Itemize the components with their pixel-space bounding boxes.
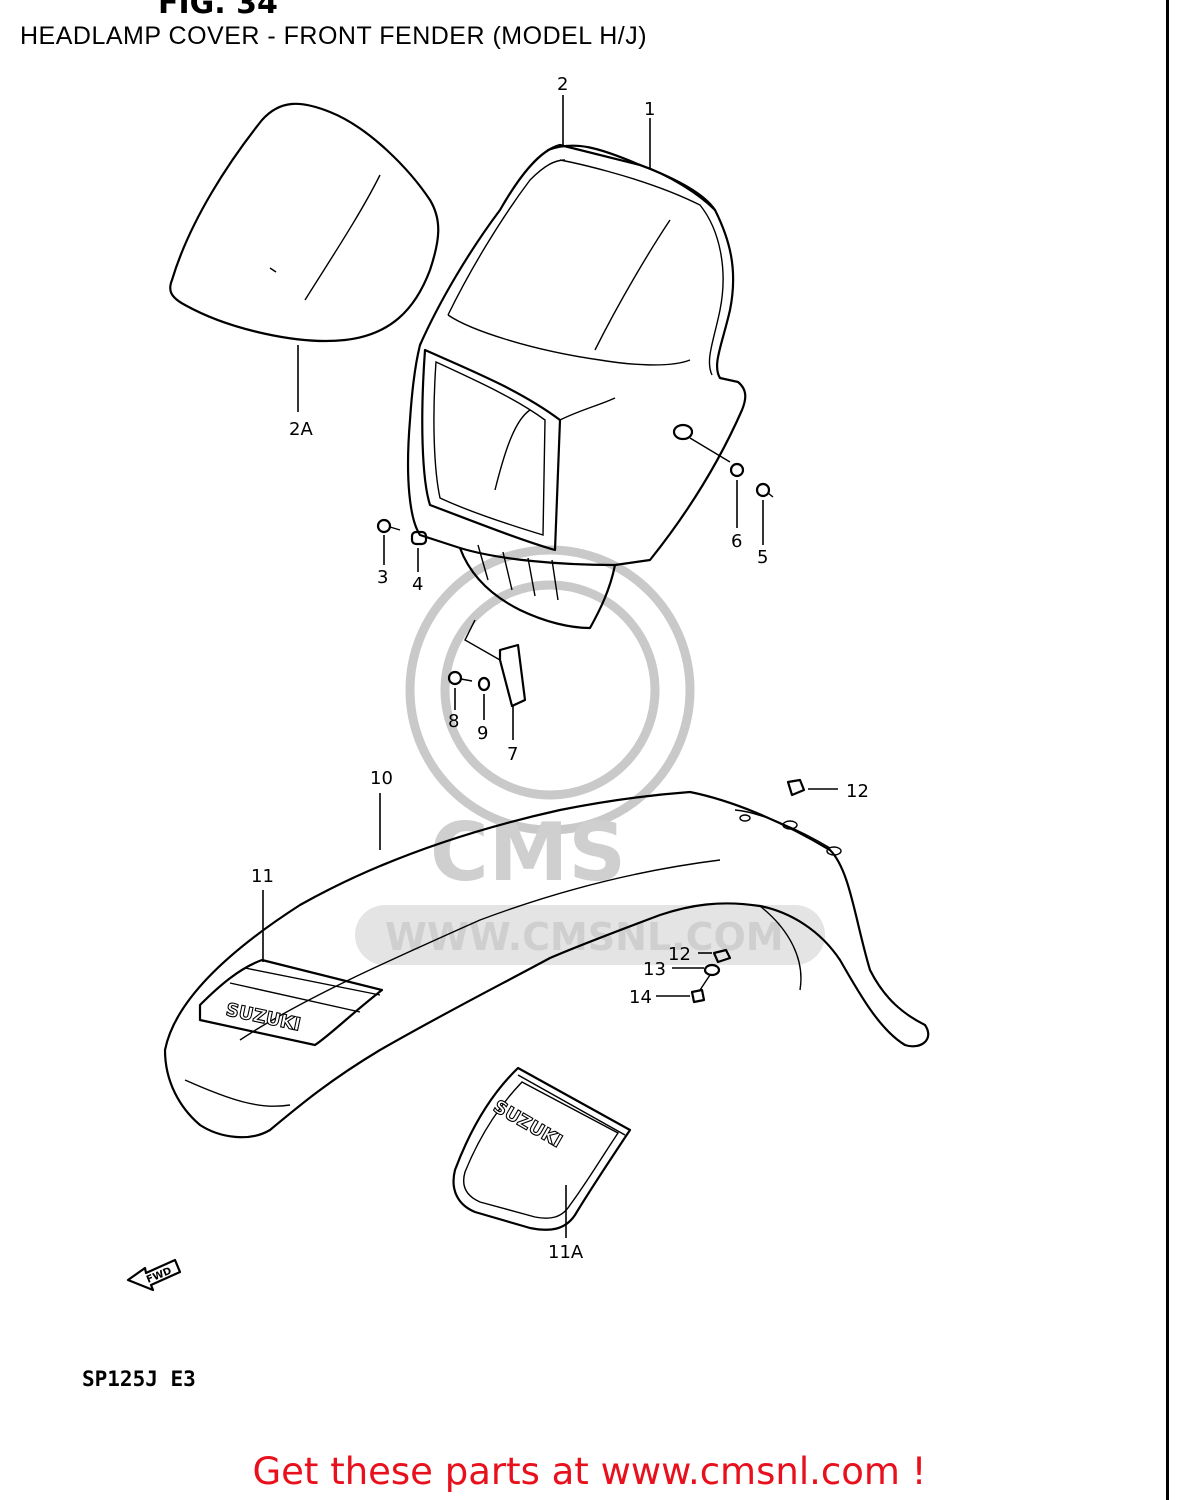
- watermark-logo: CMS: [430, 806, 626, 899]
- figure-number: FIG. 34: [158, 0, 278, 21]
- page-border: [1166, 0, 1169, 1500]
- part-5-screw[interactable]: [755, 482, 774, 545]
- plate-brand-decal: SUZUKI: [490, 1096, 566, 1152]
- callout-2: 2: [557, 74, 568, 95]
- part-12-nut-lower[interactable]: [698, 948, 732, 964]
- callout-2a: 2A: [289, 419, 313, 440]
- callout-7: 7: [507, 744, 518, 765]
- part-10-front-fender[interactable]: [163, 790, 930, 1139]
- callout-11: 11: [251, 866, 274, 887]
- callout-13: 13: [643, 959, 666, 980]
- callout-9: 9: [477, 723, 488, 744]
- part-12-nut-top[interactable]: [786, 778, 838, 797]
- callout-12-lower: 12: [668, 944, 691, 965]
- model-code: SP125J E3: [82, 1367, 196, 1391]
- watermark-banner: [355, 905, 825, 965]
- callout-6: 6: [731, 531, 742, 552]
- cms-watermark: CMS WWW.CMSNL.COM: [355, 545, 825, 965]
- part-3-screw[interactable]: [376, 518, 401, 565]
- callout-14: 14: [629, 987, 652, 1008]
- part-8-screw[interactable]: [447, 670, 473, 710]
- callout-8: 8: [448, 711, 459, 732]
- part-1-headlamp-cover[interactable]: [406, 95, 747, 630]
- part-11a-plate-decal[interactable]: SUZUKI: [452, 1066, 632, 1238]
- part-4-collar[interactable]: [410, 530, 428, 572]
- part-grommet[interactable]: [672, 423, 731, 463]
- callout-4: 4: [412, 574, 423, 595]
- part-9-washer[interactable]: [477, 676, 491, 720]
- part-14-bolt[interactable]: [656, 974, 711, 1004]
- fender-brand-decal: SUZUKI: [224, 999, 303, 1035]
- diagram-title: HEADLAMP COVER - FRONT FENDER (MODEL H/J…: [20, 22, 648, 50]
- part-11-fender-decal[interactable]: SUZUKI: [198, 890, 384, 1047]
- callout-1: 1: [644, 99, 655, 120]
- callout-3: 3: [377, 567, 388, 588]
- callout-11a: 11A: [548, 1242, 584, 1263]
- fwd-label: FWD: [145, 1266, 173, 1286]
- callout-5: 5: [757, 547, 768, 568]
- watermark-url: WWW.CMSNL.COM: [385, 915, 784, 959]
- callout-12-top: 12: [846, 781, 869, 802]
- forward-direction-arrow: FWD: [126, 1258, 182, 1292]
- get-parts-link[interactable]: Get these parts at www.cmsnl.com !: [252, 1450, 927, 1493]
- part-2a-lens[interactable]: [169, 102, 440, 412]
- part-6-collar[interactable]: [729, 462, 745, 528]
- part-7-bracket[interactable]: [464, 619, 527, 740]
- part-13-washer[interactable]: [672, 963, 721, 977]
- callout-10: 10: [370, 768, 393, 789]
